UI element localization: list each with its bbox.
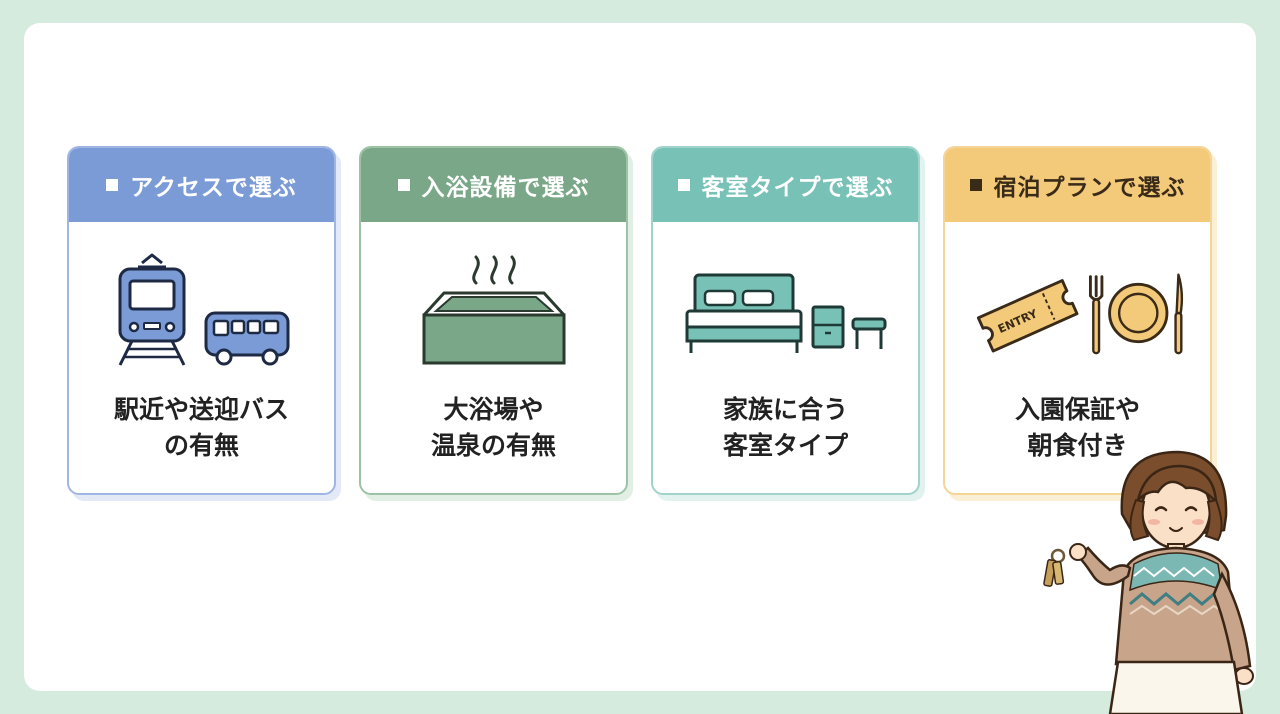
square-bullet-icon [969,179,982,191]
desc-line: 客室タイプ [722,431,848,460]
hot-bath-icon [384,248,604,378]
ticket-and-meal-icon: ENTRY [968,248,1188,378]
woman-holding-keys-illustration [1030,444,1280,714]
card-title: 客室タイプで選ぶ [701,175,894,201]
desc-line: 大浴場や [443,395,544,424]
card-title: 入浴設備で選ぶ [421,175,590,201]
bed-and-furniture-icon [676,248,896,378]
square-bullet-icon [677,179,690,191]
card-description: 家族に合う 客室タイプ [723,392,848,464]
card-room: 客室タイプで選ぶ [651,146,920,495]
card-header: 入浴設備で選ぶ [361,148,626,222]
square-bullet-icon [106,179,119,191]
card-description: 大浴場や 温泉の有無 [431,392,556,464]
card-header: アクセスで選ぶ [69,148,334,222]
desc-line: 朝食付き [1027,431,1128,460]
card-header: 客室タイプで選ぶ [653,148,918,222]
desc-line: 駅近や送迎バス [113,395,289,424]
desc-line: の有無 [163,431,239,460]
train-and-bus-icon [92,248,312,378]
card-access: アクセスで選ぶ [67,146,336,495]
desc-line: 温泉の有無 [430,431,556,460]
card-description: 入園保証や 朝食付き [1015,392,1140,464]
card-header: 宿泊プランで選ぶ [945,148,1210,222]
card-plan: 宿泊プランで選ぶ ENTRY 入園保証 [943,146,1212,495]
desc-line: 入園保証や [1014,395,1140,424]
card-description: 駅近や送迎バス の有無 [114,392,289,464]
card-title: アクセスで選ぶ [130,175,297,201]
desc-line: 家族に合う [722,395,848,424]
square-bullet-icon [397,179,410,191]
card-title: 宿泊プランで選ぶ [993,175,1186,201]
card-bath: 入浴設備で選ぶ 大浴場や 温泉の有無 [359,146,628,495]
